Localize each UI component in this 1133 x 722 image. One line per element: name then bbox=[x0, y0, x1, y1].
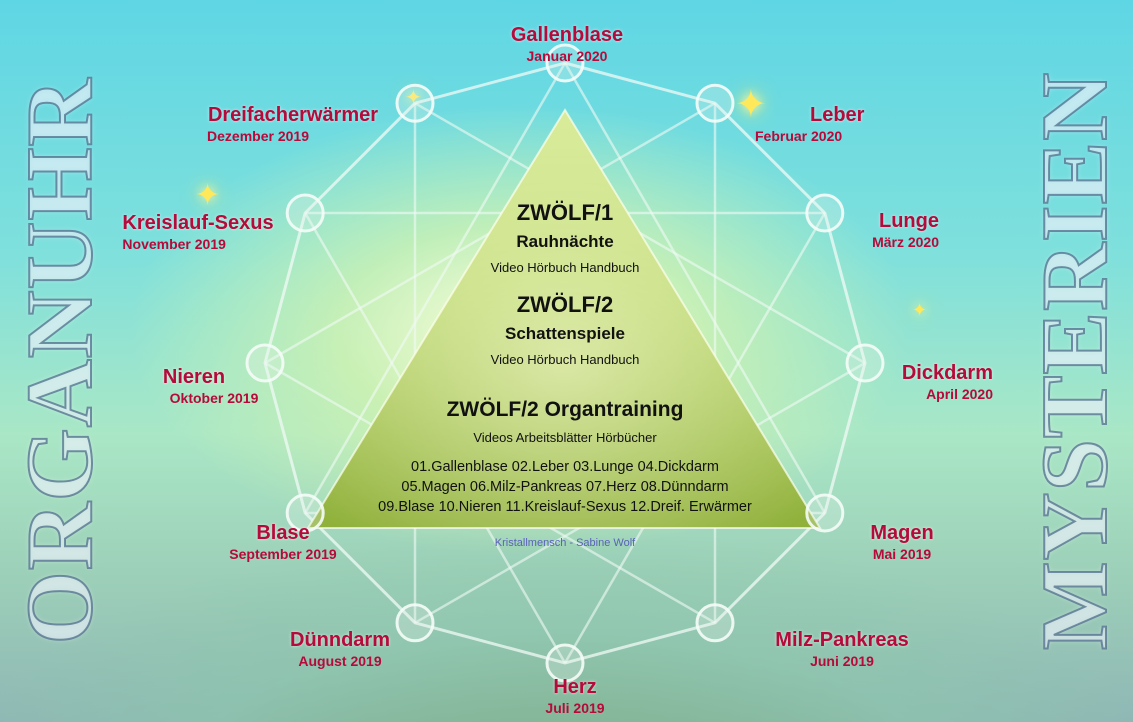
organ-name: Dickdarm bbox=[901, 362, 993, 384]
sparkle-star-icon: ✦ bbox=[195, 179, 221, 212]
organ-date: März 2020 bbox=[872, 234, 939, 250]
organ-name: Milz-Pankreas bbox=[775, 629, 909, 651]
organ-name: Gallenblase bbox=[510, 24, 624, 46]
pyramid-section2-subtitle: Schattenspiele bbox=[505, 324, 625, 343]
organ-name: Kreislauf-Sexus bbox=[122, 212, 274, 234]
pyramid-section1-media: Video Hörbuch Handbuch bbox=[490, 260, 640, 275]
organ-date: August 2019 bbox=[298, 653, 382, 669]
organ-name: Blase bbox=[256, 522, 310, 544]
wheel-node-circle bbox=[285, 493, 325, 533]
wheel-node-circle bbox=[805, 193, 845, 233]
organ-label-nieren: Nieren Oktober 2019 bbox=[163, 366, 265, 406]
organ-label-lunge: Lunge März 2020 bbox=[872, 210, 939, 250]
organ-name: Dünndarm bbox=[290, 629, 390, 651]
organ-date: April 2020 bbox=[926, 386, 993, 402]
organ-label-kreislauf-sexus: Kreislauf-Sexus November 2019 bbox=[122, 212, 273, 252]
wheel-node-circle bbox=[545, 643, 585, 683]
organ-label-duenndarm: Dünndarm August 2019 bbox=[290, 629, 390, 669]
sparkle-star-icon: ✦ bbox=[912, 300, 928, 320]
organ-date: September 2019 bbox=[229, 546, 337, 562]
organ-date: November 2019 bbox=[122, 236, 226, 252]
pyramid-section2-title: ZWÖLF/2 bbox=[516, 292, 614, 317]
organ-label-herz: Herz Juli 2019 bbox=[545, 676, 604, 716]
organ-name: Herz bbox=[553, 676, 597, 698]
wheel-node-circle bbox=[395, 83, 435, 123]
organ-list-line-1: 01.Gallenblase 02.Leber 03.Lunge 04.Dick… bbox=[411, 459, 719, 475]
organ-date: Februar 2020 bbox=[755, 128, 843, 144]
wheel-node-circle bbox=[695, 83, 735, 123]
wheel-node-circle bbox=[845, 343, 885, 383]
pyramid-section1-title: ZWÖLF/1 bbox=[516, 200, 614, 225]
pyramid-section1-subtitle: Rauhnächte bbox=[516, 232, 614, 251]
sparkle-star-icon: ✦ bbox=[735, 84, 767, 126]
organ-date: Mai 2019 bbox=[872, 546, 932, 562]
wheel-node-circle bbox=[805, 493, 845, 533]
organ-date: Dezember 2019 bbox=[207, 128, 309, 144]
wheel-nodes bbox=[245, 43, 885, 683]
wheel-connector-line bbox=[563, 62, 826, 514]
organ-date: Januar 2020 bbox=[526, 48, 608, 64]
organ-label-gallenblase: Gallenblase Januar 2020 bbox=[511, 24, 623, 64]
organ-name: Lunge bbox=[879, 210, 939, 232]
organ-date: Oktober 2019 bbox=[169, 390, 259, 406]
wheel-connector-line bbox=[304, 62, 567, 514]
organ-label-dreifacherwaermer: Dreifacherwärmer Dezember 2019 bbox=[207, 104, 379, 144]
organ-label-dickdarm: Dickdarm April 2020 bbox=[902, 362, 993, 402]
organ-name: Leber bbox=[810, 104, 865, 126]
wheel-node-circle bbox=[395, 603, 435, 643]
organ-name: Nieren bbox=[162, 366, 226, 388]
organ-label-blase: Blase September 2019 bbox=[229, 522, 336, 562]
wheel-node-circle bbox=[695, 603, 735, 643]
pyramid-section3-media: Videos Arbeitsblätter Hörbücher bbox=[473, 430, 657, 445]
credit-text: Kristallmensch - Sabine Wolf bbox=[494, 537, 636, 549]
organ-name: Dreifacherwärmer bbox=[207, 104, 379, 126]
wheel-node-circle bbox=[545, 43, 585, 83]
organ-name: Magen bbox=[870, 522, 934, 544]
organ-label-leber: Leber Februar 2020 bbox=[755, 104, 864, 144]
pyramid-section3-title: ZWÖLF/2 Organtraining bbox=[446, 398, 684, 421]
organ-date: Juli 2019 bbox=[545, 700, 605, 716]
organ-date: Juni 2019 bbox=[810, 653, 874, 669]
organ-list-line-3: 09.Blase 10.Nieren 11.Kreislauf-Sexus 12… bbox=[378, 499, 752, 515]
organ-label-milz-pankreas: Milz-Pankreas Juni 2019 bbox=[775, 629, 908, 669]
pyramid-glow bbox=[308, 110, 820, 528]
organ-list-line-2: 05.Magen 06.Milz-Pankreas 07.Herz 08.Dün… bbox=[401, 479, 729, 495]
wheel-node-circle bbox=[285, 193, 325, 233]
pyramid-section2-media: Video Hörbuch Handbuch bbox=[490, 352, 640, 367]
wheel-node-circle bbox=[245, 343, 285, 383]
organ-label-magen: Magen Mai 2019 bbox=[870, 522, 933, 562]
